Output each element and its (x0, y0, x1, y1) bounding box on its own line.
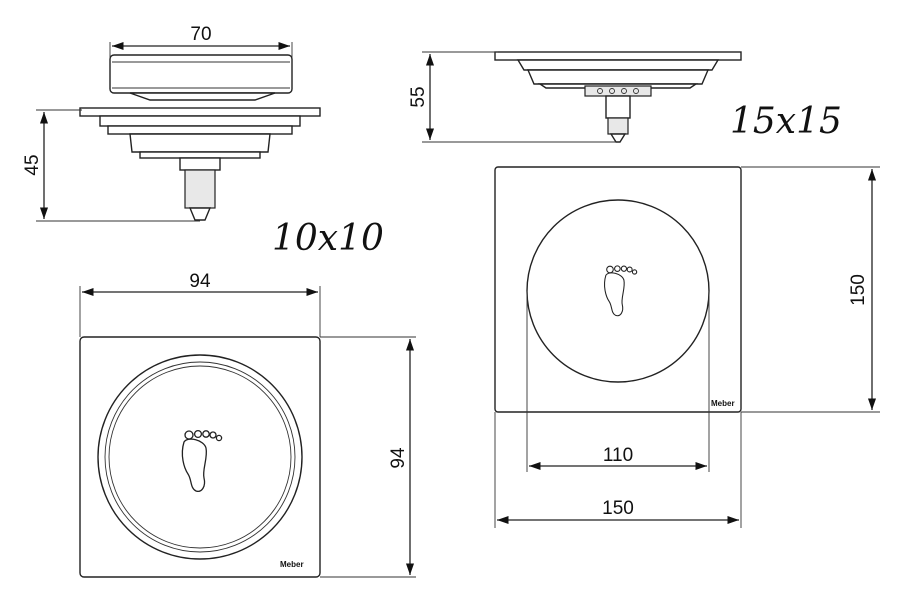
dim-94-height-label: 94 (388, 447, 409, 469)
size-label-15x15: 15x15 (730, 101, 842, 142)
footprint-icon (181, 429, 223, 492)
brand-label-15x15: Meber (711, 399, 735, 408)
drain-15x15-side-view (494, 51, 742, 143)
dimension-150-width: 150 (494, 412, 742, 528)
footprint-icon (604, 265, 638, 317)
brand-label-10x10: Meber (280, 560, 304, 569)
dim-70-label: 70 (190, 24, 211, 45)
dim-150-height-label: 150 (848, 274, 869, 306)
drain-15x15-top-view: Meber (494, 166, 742, 413)
size-label-10x10: 10x10 (272, 218, 384, 259)
dim-110-label: 110 (603, 445, 633, 466)
dimension-94-height: 94 (320, 336, 416, 578)
dim-55-label: 55 (408, 86, 429, 107)
dimension-45: 45 (22, 109, 200, 222)
dimension-150-height: 150 (741, 166, 880, 413)
plate-profile (79, 107, 321, 117)
dimension-94-width: 94 (79, 271, 321, 337)
cap-body (109, 54, 293, 94)
dim-45-label: 45 (22, 154, 43, 175)
dimension-70: 70 (109, 24, 293, 58)
plate-profile-15 (494, 51, 742, 61)
outlet-pipe (184, 169, 216, 209)
dimension-110: 110 (526, 291, 710, 472)
drain-10x10-side-view (79, 54, 321, 221)
drain-10x10-top-view: Meber (79, 336, 321, 578)
dimension-55: 55 (408, 51, 616, 143)
dim-150-width-label: 150 (602, 498, 634, 519)
dim-94-width-label: 94 (189, 271, 211, 292)
